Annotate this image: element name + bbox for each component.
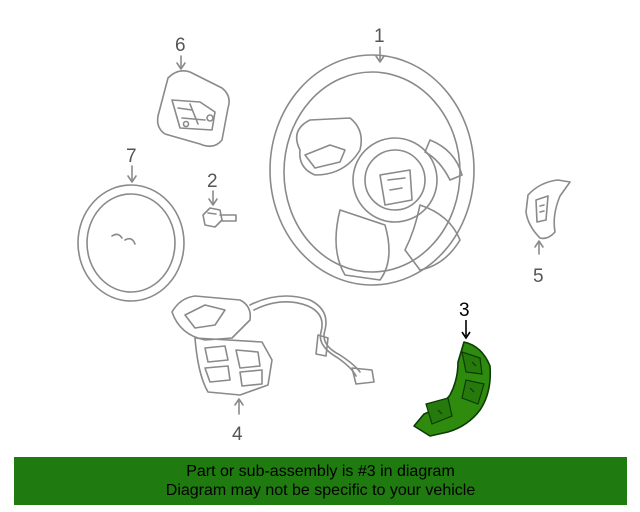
parts-diagram: 1 2 3 4 5 6 7 <box>77 26 571 445</box>
switch-bracket-part[interactable] <box>156 70 230 148</box>
callout-1: 1 <box>374 26 385 47</box>
callout-arrows <box>127 46 544 415</box>
callout-7: 7 <box>126 146 137 167</box>
callout-3: 3 <box>459 300 470 321</box>
horn-cover-part[interactable] <box>77 184 185 302</box>
banner-line-part-number: Part or sub-assembly is #3 in diagram <box>186 463 455 480</box>
banner-line-disclaimer: Diagram may not be specific to your vehi… <box>165 482 476 499</box>
bolt-part[interactable] <box>202 207 237 228</box>
callout-2: 2 <box>207 171 218 192</box>
callout-5: 5 <box>533 266 544 287</box>
info-banner: Part or sub-assembly is #3 in diagram Di… <box>14 457 627 505</box>
paddle-trim-part[interactable] <box>525 179 571 240</box>
callout-4: 4 <box>232 424 243 445</box>
highlighted-switch-part-3[interactable] <box>413 320 492 437</box>
callout-6: 6 <box>175 35 186 56</box>
steering-wheel-part[interactable] <box>269 54 475 286</box>
switch-assembly-part[interactable] <box>171 295 375 396</box>
